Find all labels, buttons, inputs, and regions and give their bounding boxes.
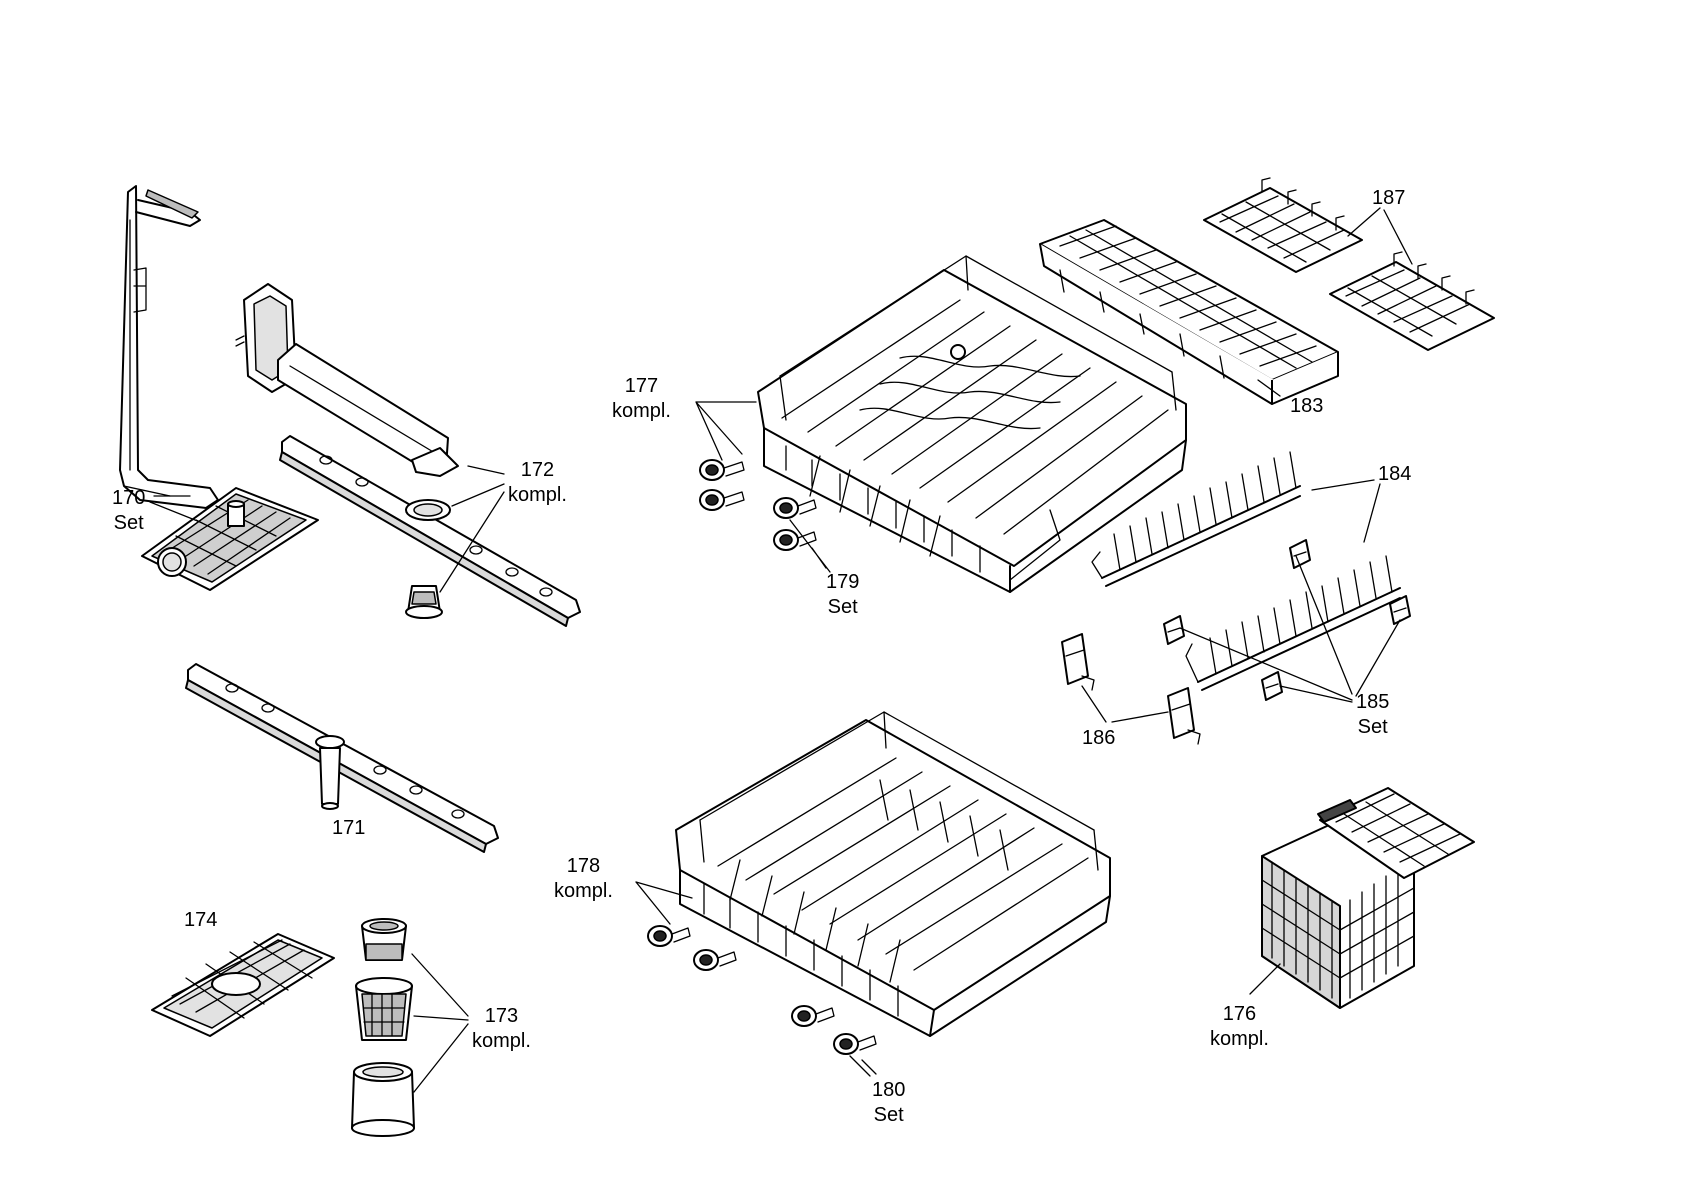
part-187-cup-rack-2 bbox=[1329, 251, 1495, 351]
label-170-suffix: Set bbox=[113, 512, 144, 534]
label-177-suffix: kompl. bbox=[612, 400, 671, 422]
label-178-number: 178 bbox=[566, 855, 601, 877]
label-185-suffix: Set bbox=[1357, 716, 1388, 738]
part-187-cup-rack-1 bbox=[1203, 177, 1363, 273]
part-172-upper-spray-arm bbox=[279, 435, 581, 627]
label-171: 171 bbox=[332, 816, 365, 841]
label-185-number: 185 bbox=[1356, 691, 1390, 713]
part-upper-basket bbox=[757, 255, 1187, 593]
label-180: 180 Set bbox=[872, 1078, 905, 1128]
part-184-tine-row-1 bbox=[1091, 451, 1301, 587]
part-172-arm-connector bbox=[405, 585, 443, 619]
label-179-suffix: Set bbox=[827, 596, 858, 618]
label-180-suffix: Set bbox=[873, 1104, 904, 1126]
part-180-wheel-set bbox=[791, 1005, 877, 1055]
label-179-number: 179 bbox=[826, 571, 860, 593]
part-173-micro-filter bbox=[351, 918, 415, 1137]
label-183-number: 183 bbox=[1290, 395, 1324, 417]
part-186-bracket-2 bbox=[1167, 687, 1201, 745]
label-185: 185 Set bbox=[1356, 690, 1389, 740]
part-174-flat-filter bbox=[151, 933, 335, 1037]
part-183-cutlery-tray bbox=[1039, 219, 1339, 405]
part-177-upper-wheels bbox=[699, 459, 745, 511]
label-173-number: 173 bbox=[484, 1005, 519, 1027]
part-171-lower-spray-arm bbox=[185, 663, 499, 853]
part-170-filter-base bbox=[141, 487, 319, 591]
label-184-number: 184 bbox=[1378, 463, 1412, 485]
label-176-suffix: kompl. bbox=[1210, 1028, 1269, 1050]
label-177-number: 177 bbox=[624, 375, 659, 397]
label-173-suffix: kompl. bbox=[472, 1030, 531, 1052]
part-lower-basket bbox=[675, 711, 1111, 1037]
label-184: 184 bbox=[1378, 462, 1411, 487]
part-186-bracket-1 bbox=[1061, 633, 1095, 691]
label-186: 186 bbox=[1082, 726, 1115, 751]
part-176-cutlery-basket bbox=[1261, 787, 1475, 1009]
label-174-number: 174 bbox=[184, 909, 218, 931]
label-187-number: 187 bbox=[1372, 187, 1406, 209]
part-185-clip-set bbox=[1163, 539, 1411, 701]
label-172-number: 172 bbox=[520, 459, 555, 481]
label-180-number: 180 bbox=[872, 1079, 906, 1101]
label-176-number: 176 bbox=[1222, 1003, 1257, 1025]
part-184-tine-row-2 bbox=[1185, 555, 1401, 691]
leader-lines bbox=[149, 207, 1413, 1093]
label-186-number: 186 bbox=[1082, 727, 1116, 749]
label-173: 173 kompl. bbox=[472, 1004, 531, 1054]
label-187: 187 bbox=[1372, 186, 1405, 211]
label-174: 174 bbox=[184, 908, 217, 933]
label-172-suffix: kompl. bbox=[508, 484, 567, 506]
label-183: 183 bbox=[1290, 394, 1323, 419]
label-172: 172 kompl. bbox=[508, 458, 567, 508]
label-171-number: 171 bbox=[332, 817, 366, 839]
label-176: 176 kompl. bbox=[1210, 1002, 1269, 1052]
label-179: 179 Set bbox=[826, 570, 859, 620]
label-177: 177 kompl. bbox=[612, 374, 671, 424]
part-178-lower-wheels bbox=[647, 925, 737, 971]
part-172-upper-spray-tube bbox=[235, 283, 459, 477]
part-179-wheel-set bbox=[773, 497, 817, 551]
label-178-suffix: kompl. bbox=[554, 880, 613, 902]
label-170-number: 170 bbox=[112, 487, 146, 509]
label-178: 178 kompl. bbox=[554, 854, 613, 904]
part-170-supply-pipe bbox=[119, 185, 219, 509]
label-170: 170 Set bbox=[112, 486, 145, 536]
